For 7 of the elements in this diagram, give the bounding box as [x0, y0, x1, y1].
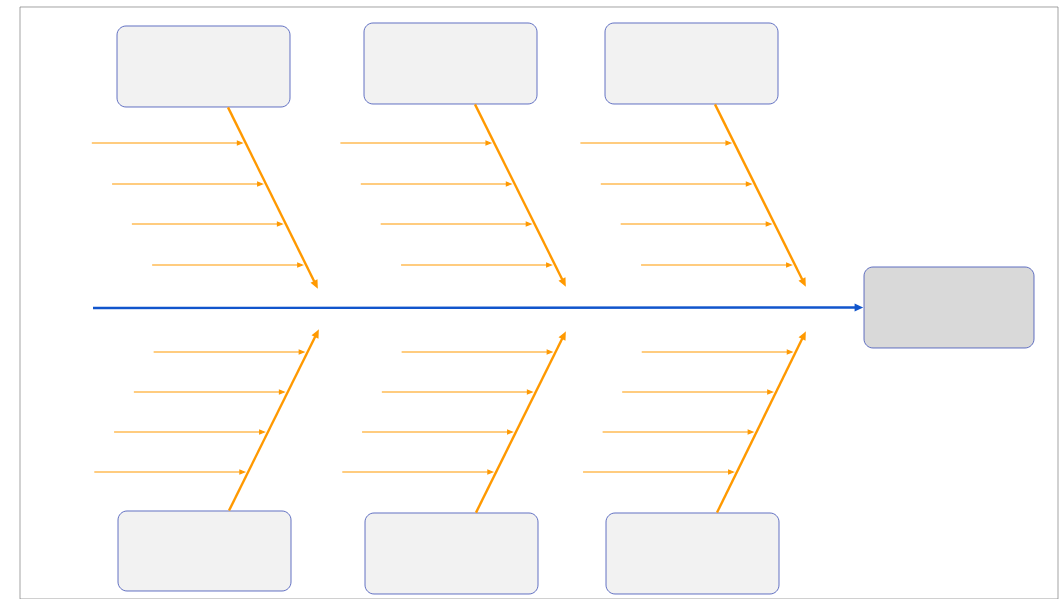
cause-box	[363, 22, 538, 105]
cause-box	[364, 512, 539, 595]
cause-box	[604, 22, 779, 105]
cause-box	[117, 510, 292, 592]
cause-box	[605, 512, 780, 595]
effect-box	[863, 266, 1035, 349]
cause-box	[116, 25, 291, 108]
